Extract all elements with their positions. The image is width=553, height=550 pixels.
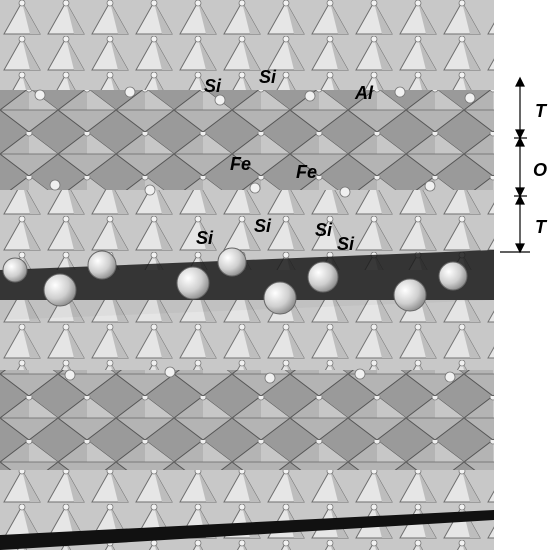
atom-label-si: Si: [254, 216, 272, 236]
atom-label-fe: Fe: [230, 154, 251, 174]
oxygen-atoms: [34, 86, 476, 384]
layer-label-tetrahedral-bottom: T: [535, 217, 548, 237]
layer-scale: [500, 76, 530, 254]
structure-image: [0, 0, 494, 550]
atom-label-si: Si: [337, 234, 355, 254]
layer-label-tetrahedral-top: T: [535, 101, 548, 121]
layer-label-octahedral: O: [533, 160, 547, 180]
layer-labels: T O T: [533, 101, 548, 237]
atom-label-si: Si: [259, 67, 277, 87]
atom-labels: Si Si Al Fe Fe Si Si Si Si: [196, 67, 374, 254]
atom-label-si: Si: [196, 228, 214, 248]
atom-label-al: Al: [354, 83, 374, 103]
atom-label-fe: Fe: [296, 162, 317, 182]
atom-label-si: Si: [204, 76, 222, 96]
atom-label-si: Si: [315, 220, 333, 240]
interlayer-cations: [2, 247, 468, 315]
